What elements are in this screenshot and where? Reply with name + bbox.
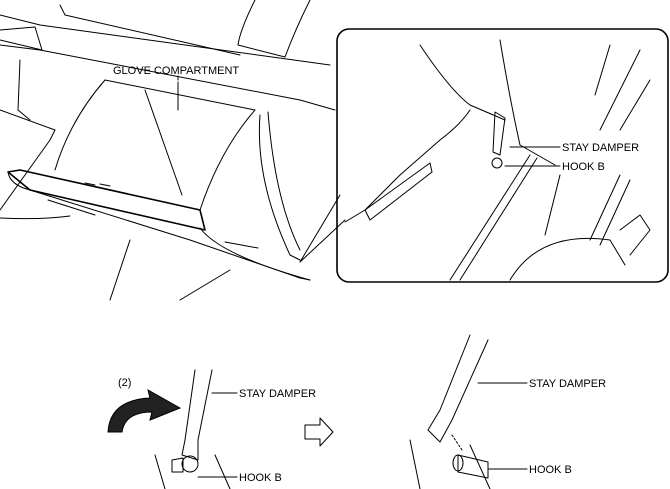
- glove-compartment-label: GLOVE COMPARTMENT: [113, 65, 239, 77]
- inset-stay-damper-label: STAY DAMPER: [562, 142, 639, 154]
- right-hook-b-label: HOOK B: [529, 464, 572, 476]
- inset-detail: STAY DAMPER HOOK B: [336, 28, 669, 283]
- left-hook-b-label: HOOK B: [239, 472, 282, 484]
- rotate-arrow-icon: [107, 388, 182, 433]
- glove-compartment-illustration: GLOVE COMPARTMENT: [0, 0, 346, 301]
- inset-frame: [336, 28, 669, 283]
- hook-b-part: [457, 454, 489, 479]
- hook-b-part: [491, 157, 503, 169]
- inset-hook-b-label: HOOK B: [562, 161, 605, 173]
- left-stay-damper-label: STAY DAMPER: [239, 388, 316, 400]
- step-2-result-illustration: STAY DAMPER HOOK B: [409, 334, 606, 489]
- step-number-label: (2): [118, 377, 131, 389]
- stay-damper-part: [492, 111, 506, 156]
- right-stay-damper-label: STAY DAMPER: [529, 378, 606, 390]
- hook-b-part: [181, 455, 199, 473]
- step-2-illustration: (2) STAY DAMPER HOOK B: [107, 369, 316, 489]
- next-step-arrow-icon: [304, 417, 334, 447]
